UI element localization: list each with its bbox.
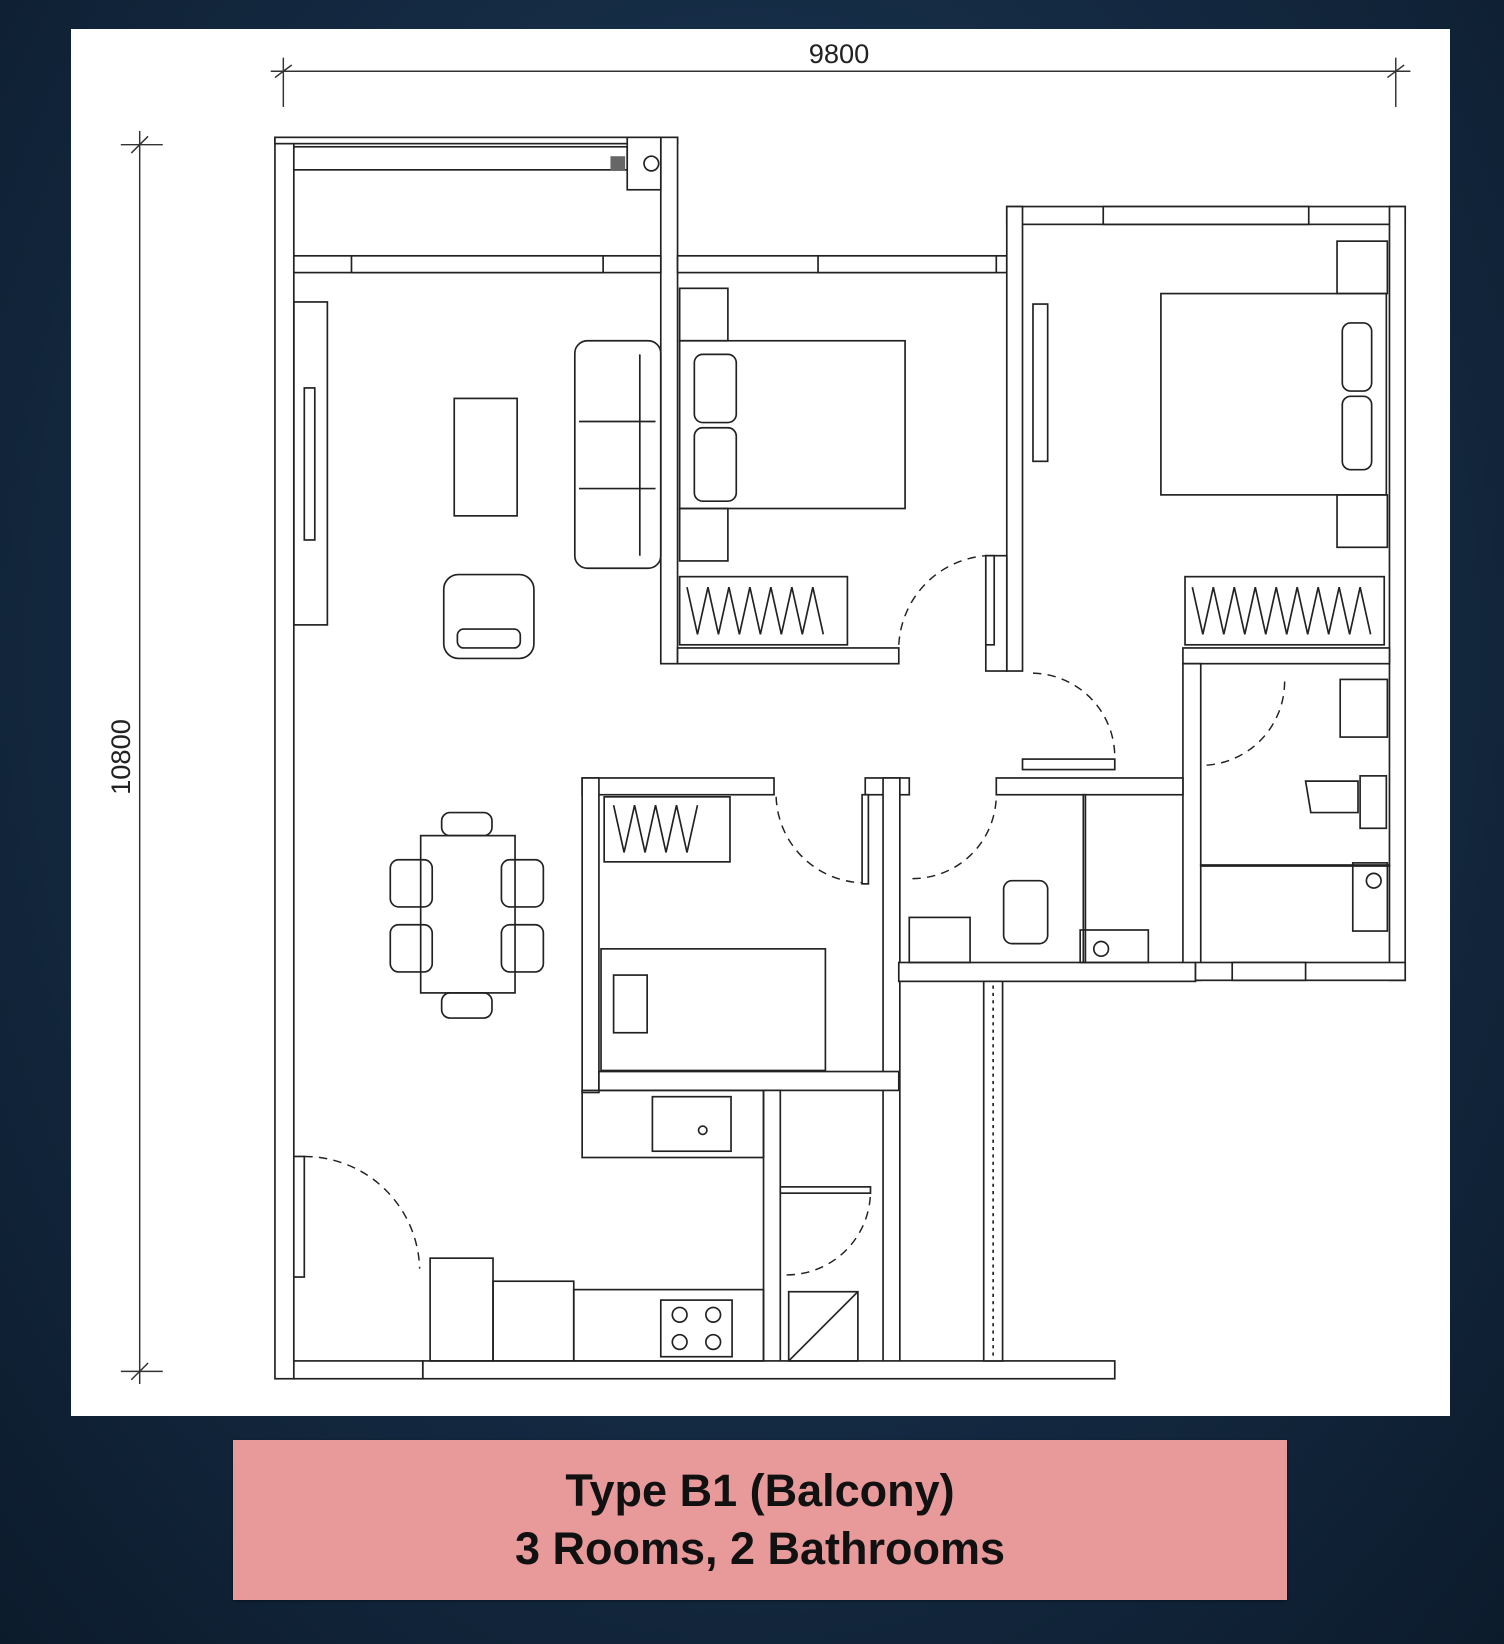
height-dimension: 10800 bbox=[105, 131, 163, 1384]
unit-type-caption: Type B1 (Balcony) 3 Rooms, 2 Bathrooms bbox=[233, 1440, 1287, 1600]
unit-type-title: Type B1 (Balcony) bbox=[565, 1465, 955, 1516]
width-dimension-label: 9800 bbox=[809, 38, 870, 69]
doors bbox=[292, 554, 1286, 1278]
height-dimension-label: 10800 bbox=[105, 719, 136, 795]
furniture bbox=[292, 240, 1391, 1362]
windows bbox=[292, 136, 1310, 982]
width-dimension: 9800 bbox=[270, 38, 1411, 107]
unit-room-summary: 3 Rooms, 2 Bathrooms bbox=[514, 1523, 1006, 1574]
